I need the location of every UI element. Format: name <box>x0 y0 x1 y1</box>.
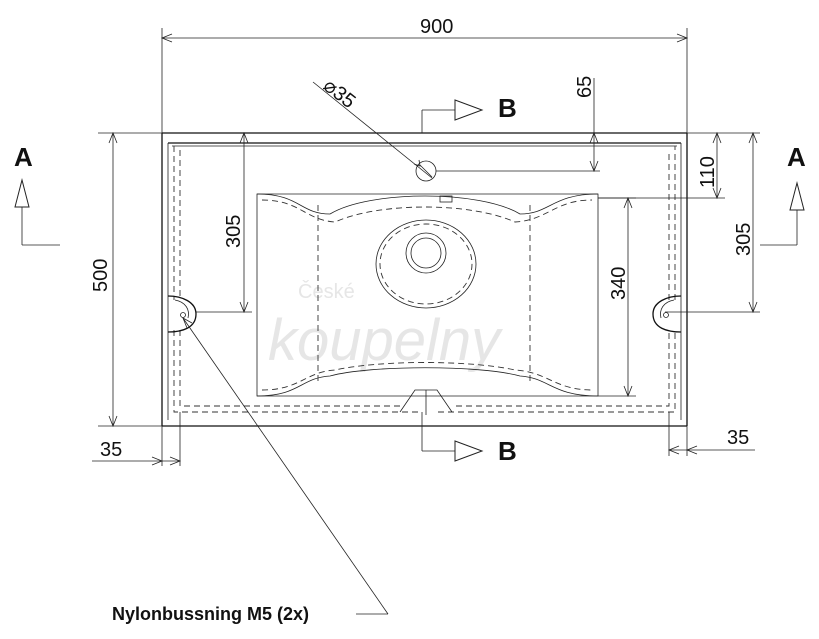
dim-left-edge-label: 35 <box>100 439 122 461</box>
callout-label: Nylonbussning M5 (2x) <box>112 604 309 624</box>
dim-right-height: 305 <box>665 131 760 314</box>
dim-bowl-depth: 340 <box>598 196 636 398</box>
section-b-bottom: B <box>421 412 517 466</box>
nylon-bushing-left <box>167 295 197 333</box>
section-a-left: A <box>14 142 60 246</box>
watermark-line1: České <box>298 280 355 303</box>
dim-front-edge: 65 <box>436 76 600 173</box>
section-a-right-label: A <box>787 142 806 172</box>
dim-bowl-depth-label: 340 <box>608 267 630 300</box>
dim-right-height-label: 305 <box>733 223 755 256</box>
section-b-bottom-label: B <box>498 436 517 466</box>
dim-width-label: 900 <box>420 16 453 38</box>
dim-right-edge-label: 35 <box>727 427 749 449</box>
basin-outline <box>161 132 688 427</box>
section-b-top-label: B <box>498 93 517 123</box>
dim-depth-label: 500 <box>90 259 112 292</box>
dim-right-edge: 35 <box>667 412 755 456</box>
section-a-right: A <box>760 142 806 246</box>
dim-front-edge-label: 65 <box>574 76 596 98</box>
dim-inner-offset-label: 110 <box>697 156 719 188</box>
dim-depth: 500 <box>90 131 162 428</box>
dim-left-edge: 35 <box>92 412 182 466</box>
dim-hole-diameter: ⌀35 <box>312 75 433 179</box>
section-b-top: B <box>421 93 517 133</box>
dim-left-height: 305 <box>196 131 252 314</box>
dim-left-height-label: 305 <box>223 215 245 248</box>
dim-hole-diameter-label: ⌀35 <box>319 75 360 113</box>
dim-width: 900 <box>160 16 689 133</box>
section-a-left-label: A <box>14 142 33 172</box>
nylon-bushing-right <box>652 295 682 333</box>
watermark-line2: koupelny <box>268 308 503 373</box>
dim-inner-offset: 110 <box>598 131 725 200</box>
callout-nylon-bushing: Nylonbussning M5 (2x) <box>112 317 389 624</box>
